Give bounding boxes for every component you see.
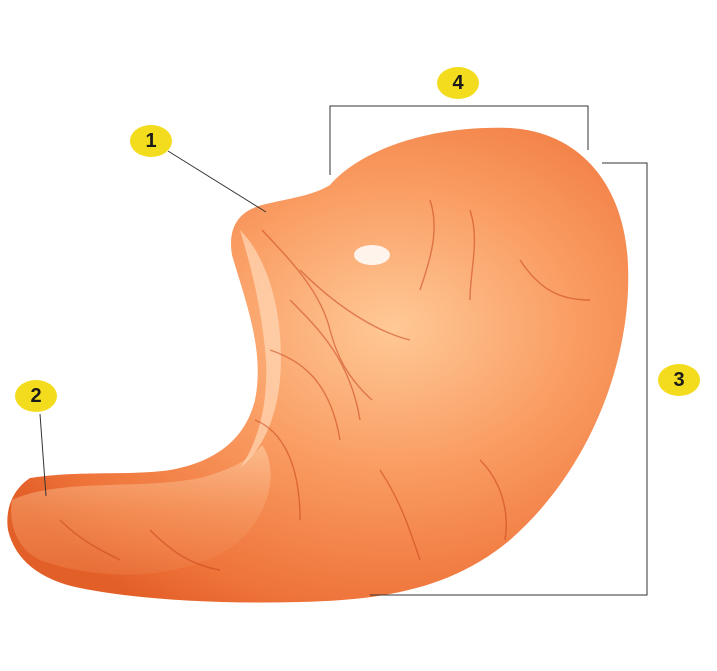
bracket-4 [329,105,589,175]
leader-line-1 [167,150,267,213]
blood-vessels [59,199,591,571]
callout-badge-3: 3 [658,364,700,396]
pyloric-region [11,445,271,575]
lesser-curvature [240,230,281,468]
callout-badge-1: 1 [130,125,172,157]
highlight [354,245,390,265]
bracket-3 [370,162,648,596]
callout-badge-2: 2 [15,380,57,412]
callout-badge-4: 4 [437,67,479,99]
leader-line-2 [39,413,47,497]
